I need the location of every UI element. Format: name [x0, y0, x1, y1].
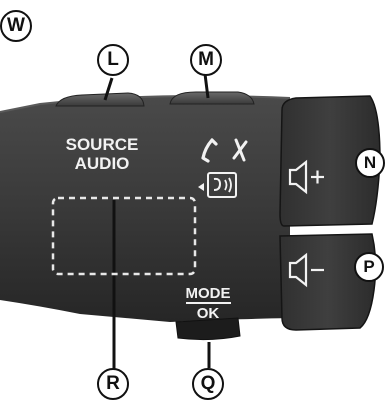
callout-p: P: [354, 252, 384, 282]
callout-m: M: [190, 44, 222, 76]
mode-ok-button[interactable]: [175, 317, 241, 341]
volume-up-icon: [288, 159, 324, 195]
callout-n: N: [355, 148, 385, 178]
volume-down-button[interactable]: [279, 233, 377, 331]
audio-label: AUDIO: [74, 154, 130, 173]
source-audio-wheel[interactable]: [55, 92, 145, 107]
callout-q: Q: [192, 368, 224, 400]
stalk-top-edge: [0, 95, 291, 113]
ok-label: OK: [196, 305, 220, 322]
callout-l: L: [97, 44, 129, 76]
mode-label: MODE: [185, 285, 231, 302]
rotary-wheel-area[interactable]: [51, 196, 197, 276]
callout-w: W: [0, 10, 32, 42]
voice-command-icon: [198, 172, 237, 198]
leader-line-m: [203, 73, 210, 99]
source-label: SOURCE: [65, 135, 139, 154]
leader-line-l: [103, 77, 114, 101]
phone-wheel[interactable]: [169, 91, 255, 105]
volume-down-icon: [288, 252, 324, 288]
phone-hangup-icon: [232, 138, 248, 162]
stalk-body: [0, 96, 290, 322]
phone-pickup-icon: [201, 138, 218, 163]
callout-r: R: [97, 368, 129, 400]
